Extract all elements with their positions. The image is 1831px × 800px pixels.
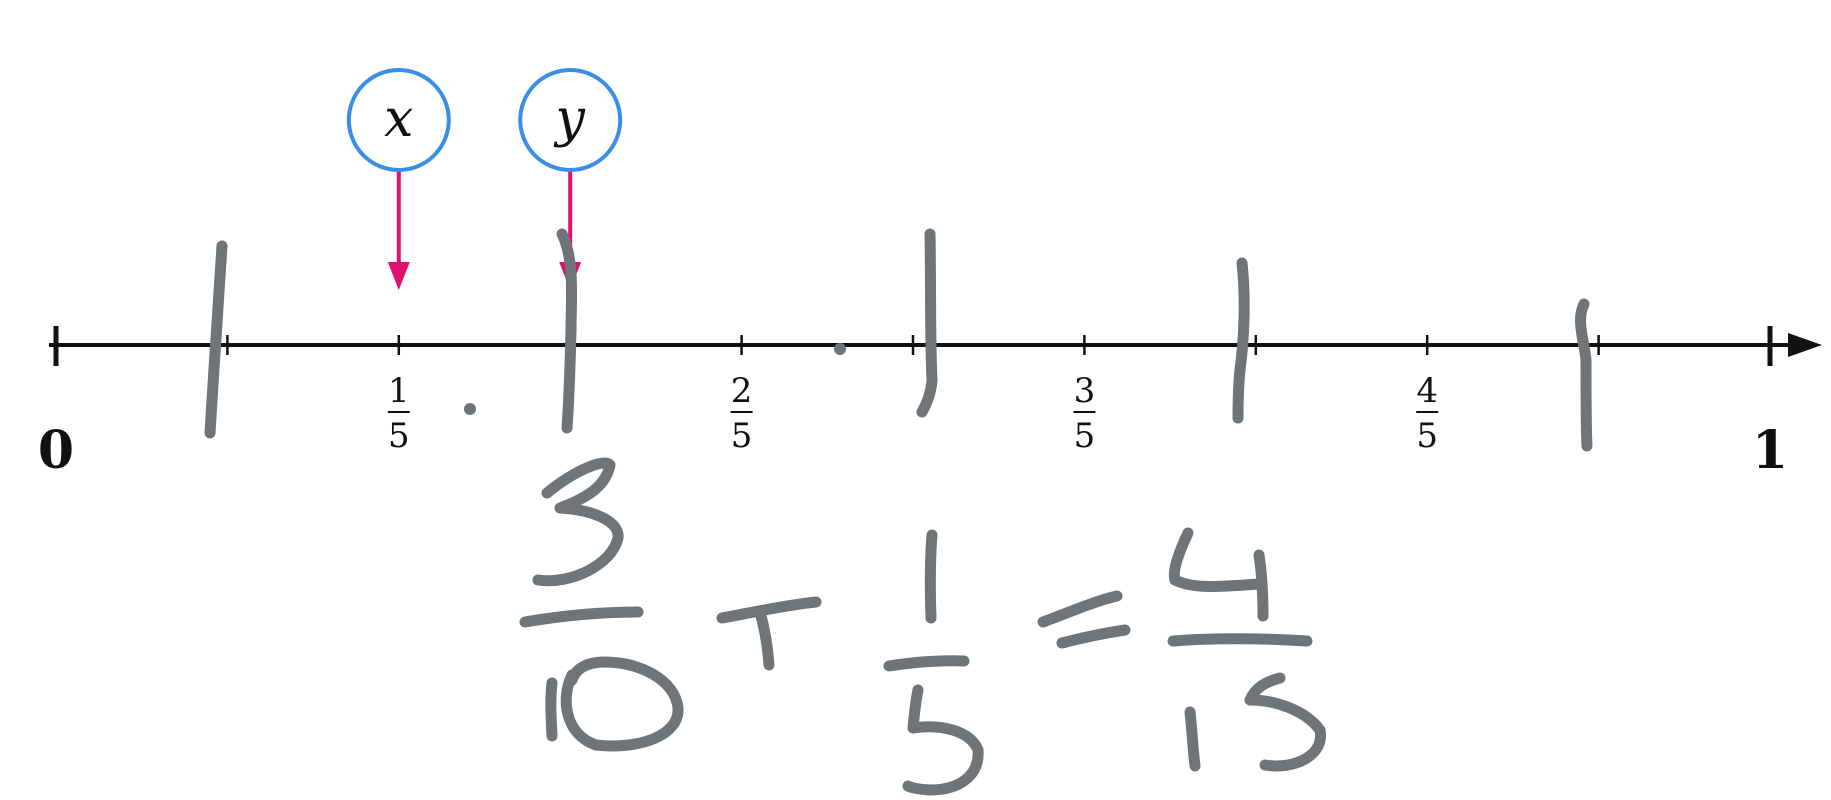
fraction-numerator: 3 [1074, 371, 1096, 411]
handwritten-plus [754, 606, 775, 671]
handwritten-digit-1 [1184, 706, 1201, 772]
handwritten-digit-1 [924, 529, 938, 624]
handwritten-digit-1 [545, 677, 558, 742]
fraction-denominator: 5 [388, 416, 410, 456]
marker-label: x [384, 89, 413, 149]
handwritten-tick [1575, 298, 1593, 452]
handwritten-equals [1056, 624, 1131, 649]
fraction-numerator: 1 [388, 371, 410, 411]
stray-dot [834, 343, 846, 355]
fraction-denominator: 5 [1074, 416, 1096, 456]
end-label: 1 [1752, 420, 1788, 481]
handwritten-digit-4 [1168, 527, 1266, 592]
handwritten-tick [1232, 257, 1250, 424]
axis-arrowhead [1788, 333, 1822, 357]
handwritten-equation [519, 457, 1326, 796]
handwritten-fraction-bar [519, 606, 644, 628]
handwritten-fraction-bar [1167, 633, 1313, 647]
marker-label: y [554, 89, 586, 149]
handwritten-digit-0 [560, 656, 684, 752]
handwritten-tick [916, 228, 938, 418]
start-label: 0 [38, 420, 74, 481]
handwritten-digit-5 [1244, 672, 1326, 772]
handwritten-equals [1037, 590, 1123, 628]
handwritten-tick [204, 240, 228, 439]
fraction-label: 45 [1416, 371, 1439, 456]
fraction-denominator: 5 [1416, 416, 1438, 456]
handwritten-divider-ticks [204, 228, 1593, 452]
fraction-numerator: 4 [1416, 371, 1438, 411]
handwritten-digit-5 [902, 684, 984, 796]
handwritten-tick [556, 228, 578, 434]
fraction-label: 15 [387, 371, 410, 456]
fraction-label: 25 [730, 371, 753, 456]
fraction-numerator: 2 [731, 371, 753, 411]
stray-dot [464, 403, 476, 415]
handwritten-digit-4 [1253, 549, 1269, 622]
handwritten-plus [716, 596, 822, 624]
marker-circle [346, 68, 451, 172]
handwritten-fraction-bar [883, 655, 970, 672]
fraction-denominator: 5 [731, 416, 753, 456]
marker-x[interactable]: x [346, 68, 451, 290]
marker-arrowhead [387, 262, 410, 290]
handwritten-digit-3 [532, 457, 624, 587]
fraction-label: 35 [1073, 371, 1096, 456]
marker-circle [518, 68, 623, 172]
